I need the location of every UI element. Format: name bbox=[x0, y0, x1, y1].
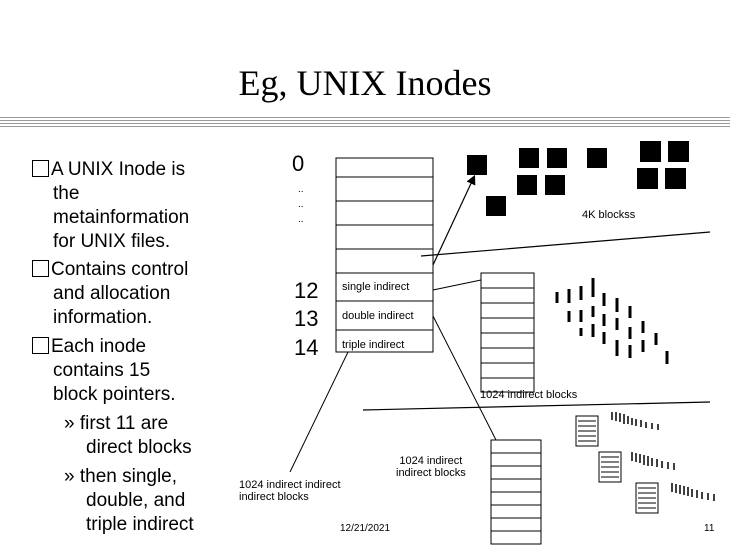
bullet-2-line-1: Contains control bbox=[32, 258, 188, 283]
ellipsis: .. bbox=[298, 184, 304, 195]
data-block bbox=[668, 141, 689, 162]
blocks-4k-label: 4K blockss bbox=[582, 209, 636, 221]
bullet-3-line-1: Each inode bbox=[32, 335, 146, 360]
inode-row-double-indirect bbox=[335, 300, 434, 331]
sub-bullet-2-line-1: » then single, bbox=[64, 466, 178, 487]
inode-row-single-indirect bbox=[335, 272, 434, 302]
sub-bullet-2-line-3: triple indirect bbox=[86, 514, 194, 535]
ellipsis: .. bbox=[298, 199, 304, 210]
second-level-blocks bbox=[575, 415, 659, 514]
double-indirect-blocks-label: 1024 indirect indirect blocks bbox=[396, 455, 466, 479]
data-block bbox=[519, 148, 539, 168]
triple-indirect-blocks-label: 1024 indirect indirect indirect blocks bbox=[239, 479, 341, 503]
data-block bbox=[467, 155, 487, 175]
single-indirect-label: single indirect bbox=[342, 281, 410, 293]
data-block bbox=[545, 175, 565, 195]
data-block bbox=[486, 196, 506, 216]
double-indirect-pointer bbox=[432, 315, 497, 441]
inode-row-4 bbox=[335, 248, 434, 274]
sub-bullet-2-line-2: double, and bbox=[86, 490, 186, 511]
direct-pointer-arrow bbox=[432, 174, 476, 266]
sub-bullet-1-line-2: direct blocks bbox=[86, 437, 192, 458]
inode-table bbox=[335, 157, 434, 353]
bullet-1-line-4: for UNIX files. bbox=[53, 231, 171, 252]
bullet-box-icon bbox=[32, 160, 49, 177]
data-block bbox=[665, 168, 686, 189]
index-label-13: 13 bbox=[294, 306, 319, 331]
bullet-2-line-3: information. bbox=[53, 307, 153, 328]
single-indirect-pointer bbox=[432, 279, 482, 291]
slide-date: 12/21/2021 bbox=[340, 523, 391, 534]
data-block bbox=[587, 148, 607, 168]
inode-row-2 bbox=[335, 200, 434, 226]
double-indirect-block bbox=[490, 439, 542, 545]
indirect-blocks-label: 1024 indirect blocks bbox=[480, 389, 578, 401]
double-indirect-label: double indirect bbox=[342, 310, 414, 322]
bullet-1-line-1: A UNIX Inode is bbox=[32, 158, 185, 183]
inode-row-3 bbox=[335, 224, 434, 250]
bullet-2-line-2: and allocation bbox=[53, 283, 171, 304]
bullet-3-line-3: block pointers. bbox=[53, 384, 176, 405]
data-block bbox=[517, 175, 537, 195]
index-label-0: 0 bbox=[292, 151, 305, 176]
indirect-data-blocks bbox=[555, 278, 669, 364]
index-label-12: 12 bbox=[294, 278, 319, 303]
inode-row-0 bbox=[335, 157, 434, 178]
data-block bbox=[640, 141, 661, 162]
bullet-1-line-3: metainformation bbox=[53, 207, 190, 228]
index-label-14: 14 bbox=[294, 335, 319, 360]
section-divider bbox=[420, 231, 711, 257]
bullet-box-icon bbox=[32, 337, 49, 354]
triple-indirect-pointer bbox=[289, 351, 349, 473]
bullet-box-icon bbox=[32, 260, 49, 277]
title-divider bbox=[0, 117, 730, 129]
slide-page-number: 11 bbox=[704, 523, 715, 534]
sub-bullet-1-line-1: » first 11 are bbox=[64, 413, 169, 434]
data-block bbox=[547, 148, 567, 168]
data-blocks-4k bbox=[467, 141, 689, 216]
slide-title: Eg, UNIX Inodes bbox=[238, 63, 492, 103]
bullet-1-line-2: the bbox=[53, 183, 80, 204]
single-indirect-block bbox=[480, 272, 535, 393]
inode-row-1 bbox=[335, 176, 434, 202]
inode-row-triple-indirect bbox=[335, 329, 434, 353]
tiny-data-blocks bbox=[611, 412, 715, 501]
triple-indirect-label: triple indirect bbox=[342, 339, 405, 351]
ellipsis: .. bbox=[298, 214, 304, 225]
bullet-3-line-2: contains 15 bbox=[53, 360, 151, 381]
section-divider bbox=[362, 401, 711, 411]
data-block bbox=[637, 168, 658, 189]
